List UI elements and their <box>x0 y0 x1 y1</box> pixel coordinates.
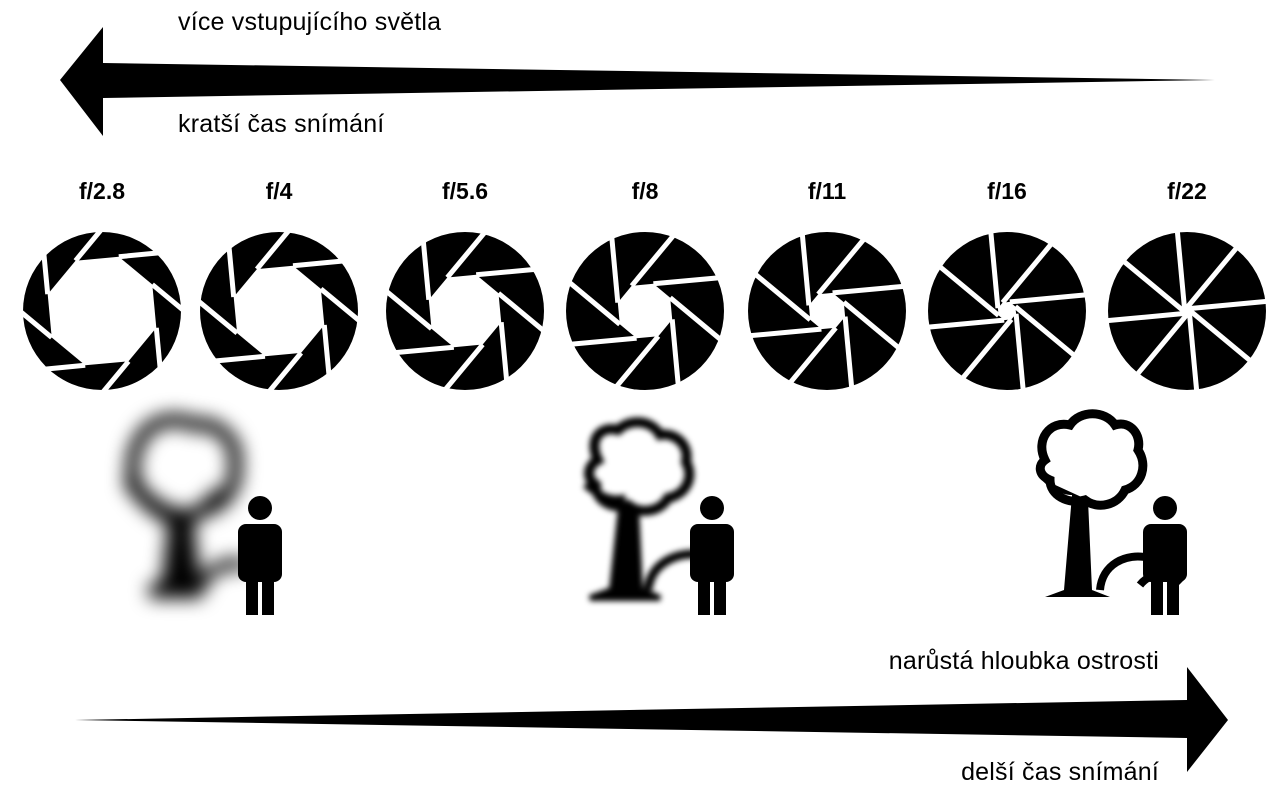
fstop-label: f/22 <box>1167 178 1207 204</box>
aperture-blade-edge <box>842 316 855 391</box>
aperture-blade-edge <box>609 235 621 303</box>
aperture-blade-edge <box>668 295 724 343</box>
medium-depth-scene <box>582 417 734 615</box>
aperture-blade-edge <box>213 353 266 364</box>
aperture-blade-edge <box>936 263 1001 318</box>
aperture-blade-edge <box>959 317 1014 382</box>
aperture-blade-edge <box>1104 310 1187 324</box>
aperture-icon <box>925 229 1089 393</box>
aperture-blade-edge <box>43 362 86 372</box>
fstop-label: f/8 <box>631 178 659 204</box>
aperture-opening <box>233 265 325 357</box>
aperture-blade-edge <box>100 359 131 395</box>
aperture-blade-edge <box>925 317 1005 330</box>
top-arrow <box>60 27 1215 136</box>
aperture-blade-edge <box>498 321 510 383</box>
aperture-blade-edge <box>842 300 903 352</box>
aperture-blade-edge <box>150 282 186 313</box>
aperture-blade-edge <box>1187 307 1254 365</box>
aperture-blade-edge <box>195 298 239 336</box>
aperture-blade-edge <box>41 252 51 295</box>
aperture-blade-edge <box>442 342 485 393</box>
longer-exposure-label: delší čas snímání <box>961 758 1159 786</box>
aperture-opening <box>808 292 846 330</box>
aperture-blade-edge <box>1013 313 1026 393</box>
shorter-exposure-label: kratší čas snímání <box>178 110 385 138</box>
aperture-blade-edge <box>1174 228 1188 311</box>
aperture-blade-edge <box>1009 292 1089 305</box>
aperture-blade-edge <box>1183 244 1241 311</box>
aperture-blade-edge <box>786 326 838 387</box>
aperture-icon <box>383 229 547 393</box>
aperture-blade-edge <box>118 250 161 260</box>
aperture-opening <box>47 256 157 366</box>
aperture-blade-edge <box>18 309 54 340</box>
depth-of-field-label: narůstá hloubka ostrosti <box>888 647 1159 675</box>
person-icon <box>1143 496 1187 615</box>
shallow-depth-scene <box>122 413 282 615</box>
fstop-label: f/11 <box>807 178 847 204</box>
aperture-blade-edge <box>629 232 677 288</box>
aperture-blade-edge <box>383 288 434 331</box>
aperture-blade-edge <box>816 235 868 296</box>
deep-depth-scene <box>1035 409 1187 615</box>
aperture-blade-edge <box>254 227 292 271</box>
aperture-blade-edge <box>832 283 907 296</box>
aperture-blade-edge <box>566 279 622 327</box>
aperture-blade-edge <box>569 335 637 347</box>
aperture-opening <box>617 283 673 339</box>
aperture-blade-edge <box>988 229 1001 309</box>
blurred-tree-icon <box>122 413 250 599</box>
bottom-arrow <box>75 667 1228 772</box>
more-light-label: více vstupujícího světla <box>178 8 442 36</box>
person-icon <box>238 496 282 615</box>
aperture-opening <box>997 301 1017 321</box>
aperture-blade-edge <box>153 327 163 370</box>
aperture-blade-edge <box>266 351 304 395</box>
aperture-blade-edge <box>226 245 237 298</box>
aperture-icon <box>1104 228 1270 394</box>
aperture-blade-edge <box>1000 240 1055 305</box>
aperture-blade-edge <box>613 334 661 390</box>
fstop-label: f/5.6 <box>441 178 489 204</box>
person-icon <box>690 496 734 615</box>
aperture-icon <box>566 232 724 390</box>
aperture-icon <box>195 227 363 395</box>
aperture-blade-edge <box>393 344 455 356</box>
fstop-label: f/4 <box>265 178 293 204</box>
aperture-blade-edge <box>73 227 104 263</box>
aperture-blade-edge <box>321 324 332 377</box>
aperture-blade-edge <box>669 319 681 387</box>
aperture-icon <box>18 227 186 395</box>
aperture-icon <box>747 231 907 391</box>
tree-icon <box>582 417 706 601</box>
aperture-blade-edge <box>445 229 488 280</box>
fstop-label: f/16 <box>987 178 1027 204</box>
aperture-blade-edge <box>747 326 822 339</box>
aperture-blade-edge <box>496 291 547 334</box>
aperture-blade-edge <box>319 286 363 324</box>
aperture-blade-edge <box>475 266 537 278</box>
aperture-blade-edge <box>751 270 812 322</box>
aperture-blade-edge <box>1133 311 1191 378</box>
fstop-label: f/2.8 <box>78 178 126 204</box>
aperture-blade-edge <box>1013 304 1078 359</box>
aperture-blade-edge <box>420 239 432 301</box>
aperture-blade-edge <box>292 258 345 269</box>
aperture-blade-edge <box>1120 257 1187 315</box>
aperture-blade-edge <box>1187 298 1270 312</box>
aperture-blade-edge <box>799 231 812 306</box>
aperture-opening <box>428 274 502 348</box>
aperture-blade-edge <box>653 275 721 287</box>
aperture-blade-edge <box>1186 311 1200 394</box>
